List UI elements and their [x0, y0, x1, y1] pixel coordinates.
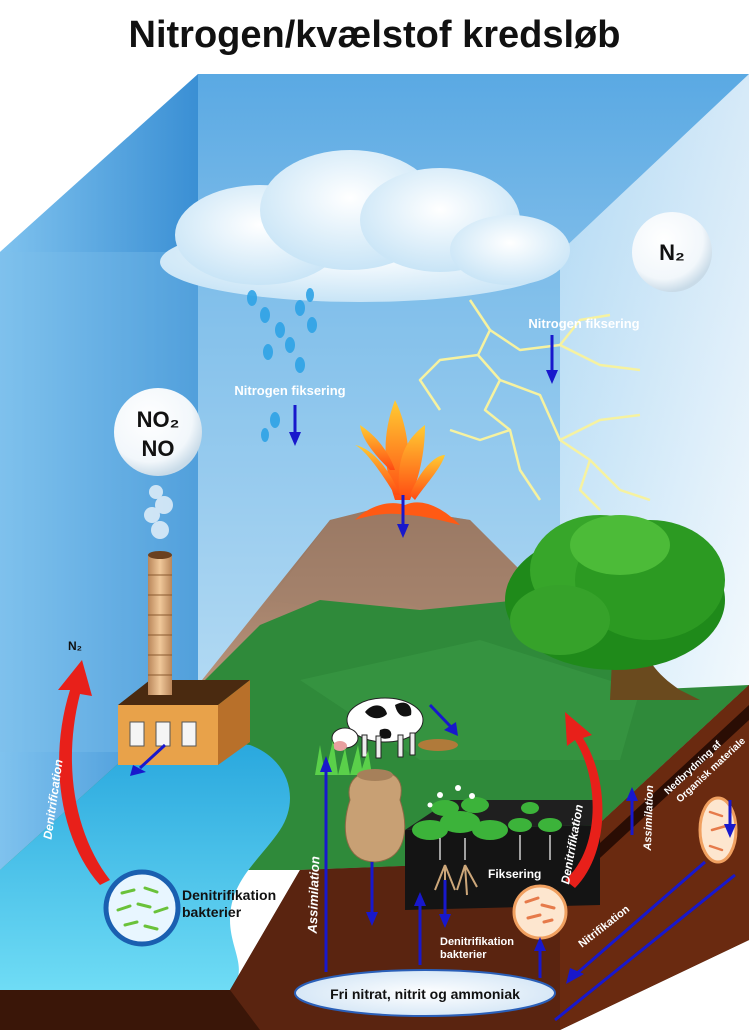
bacteria-left-label-1: Denitrifikation: [182, 887, 276, 903]
soil-pool: [294, 969, 556, 1017]
bacteria-circle-right: [512, 884, 568, 940]
rain-drops: [247, 288, 317, 442]
fertilizer-sack: [344, 769, 406, 863]
lightning: [418, 299, 651, 511]
blue-arrows: [130, 335, 736, 1022]
tree: [505, 515, 725, 700]
bacteria-right-label-1: Denitrifikation: [440, 936, 514, 948]
diagram-title: Nitrogen/kvælstof kredsløb: [128, 14, 621, 56]
fixation-lightning-label: Nitrogen fiksering: [528, 316, 639, 331]
lake: [0, 735, 290, 990]
mountain-shadow: [270, 505, 560, 630]
n2-bubble-label: N₂: [659, 240, 685, 265]
no2-no-bubble: [114, 388, 202, 476]
soil-side-face: [560, 685, 749, 1030]
denitrification-arrow-left: [58, 660, 110, 885]
bacteria-capsule-side: [698, 796, 738, 864]
no2-label: NO₂: [137, 407, 180, 432]
cow: [331, 697, 424, 759]
no-label: NO: [142, 436, 175, 461]
fixation-rain-label: Nitrogen fiksering: [234, 383, 345, 398]
bacteria-left-label-2: bakterier: [182, 904, 242, 920]
soil-side-stripe: [560, 705, 749, 895]
fiksering-label: Fiksering: [488, 867, 541, 881]
n2-bubble: [632, 212, 712, 292]
volcano-lava: [355, 400, 460, 525]
factory-smoke: [144, 485, 173, 539]
manure: [418, 739, 458, 751]
assimilation-right-label: Assimilation: [642, 785, 656, 852]
denitrification-arrow-right: [565, 712, 603, 888]
crop-plants: [412, 785, 562, 896]
bacteria-circle-left: [103, 869, 181, 947]
cloud: [160, 150, 570, 302]
n2-left-label: N₂: [68, 639, 82, 653]
assimilation-left-label: Assimilation: [305, 856, 323, 935]
soil-pool-label: Fri nitrat, nitrit og ammoniak: [330, 986, 520, 1002]
bacteria-right-label-2: bakterier: [440, 949, 487, 961]
factory: [118, 551, 250, 765]
